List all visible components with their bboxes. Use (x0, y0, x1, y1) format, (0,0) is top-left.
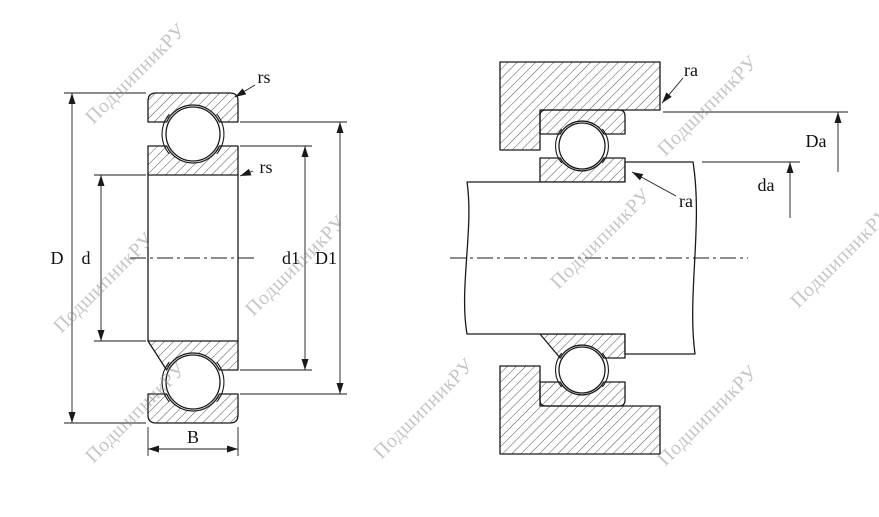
dimension-d1 (240, 145, 312, 371)
cage-lines-r (555, 128, 609, 388)
dimension-D (64, 92, 146, 424)
label-Da: Da (806, 131, 827, 151)
label-d1: d1 (282, 248, 300, 268)
leader-rs-inner (239, 168, 254, 177)
label-D1: D1 (315, 248, 337, 268)
dimension-d (94, 174, 146, 342)
dimension-B (147, 427, 239, 456)
outer-ring-top-section (147, 92, 239, 123)
inner-ring-top-section-r (539, 157, 626, 183)
label-B: B (187, 427, 199, 447)
label-ra-shaft: ra (679, 191, 693, 211)
outer-ring-bottom-section-r (539, 381, 626, 407)
inner-ring-bottom-section-r (539, 333, 626, 359)
label-rs-inner: rs (260, 157, 273, 177)
leader-ra-shaft (631, 171, 677, 197)
label-da: da (758, 175, 775, 195)
leader-rs-outer (234, 84, 256, 98)
label-D: D (51, 248, 64, 268)
ball-top (165, 106, 221, 162)
ball-top-r (558, 122, 606, 170)
inner-ring-top-section (147, 145, 239, 176)
leader-ra-housing (661, 77, 684, 104)
outer-ring-bottom-section (147, 393, 239, 424)
dimension-D1 (240, 121, 347, 395)
watermark-text: ПодшипникРУ (49, 228, 158, 337)
watermark-text: ПодшипникРУ (786, 203, 879, 312)
ball-bottom-r (558, 346, 606, 394)
right-view: ra ra Da da (450, 60, 848, 455)
cage-lines (161, 113, 225, 403)
label-d: d (82, 248, 91, 268)
label-rs-outer: rs (258, 67, 271, 87)
watermark-text: ПодшипникРУ (369, 354, 478, 463)
outer-ring-top-section-r (539, 109, 626, 135)
label-ra-housing: ra (684, 60, 698, 80)
left-view: rs rs D d d1 D1 B (51, 67, 347, 456)
watermark-text: ПодшипникРУ (653, 51, 762, 160)
watermark-text: ПодшипникРУ (653, 361, 762, 470)
watermarks: ПодшипникРУ ПодшипникРУ ПодшипникРУ Подш… (49, 19, 879, 470)
ball-bottom (165, 354, 221, 410)
dimension-Da (663, 111, 848, 172)
dimension-da (702, 161, 800, 218)
inner-ring-bottom-section (147, 340, 239, 371)
